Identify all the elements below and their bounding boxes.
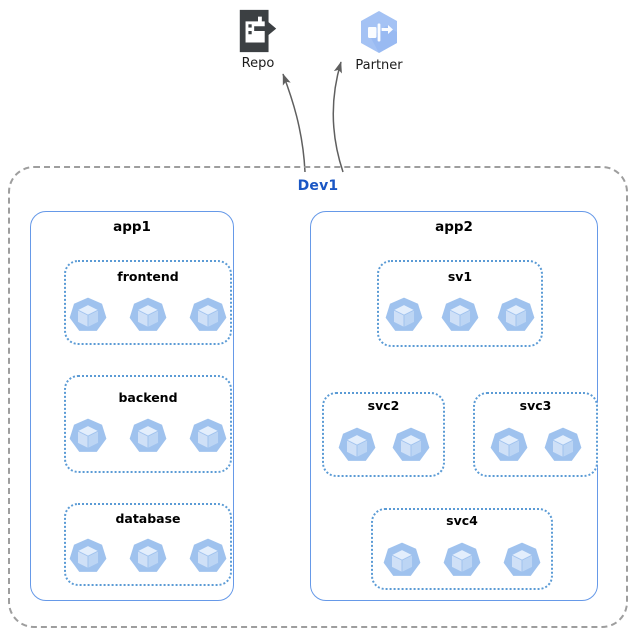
pod-icon[interactable] [441,540,483,582]
pod-row-database [64,533,232,581]
pod-icon[interactable] [439,295,481,337]
pod-icon[interactable] [127,416,169,458]
pod-row-svc4 [371,537,553,585]
partner-node[interactable]: Partner [348,8,410,80]
pod-icon[interactable] [495,295,537,337]
pod-icon[interactable] [67,416,109,458]
repository-icon [239,9,277,53]
pod-icon[interactable] [127,536,169,578]
pod-icon[interactable] [381,540,423,582]
svc3-label: svc3 [519,398,552,413]
pod-icon[interactable] [336,425,378,467]
backend-label: backend [118,390,178,405]
cluster-dev1[interactable] [8,166,628,628]
edge-dev1-to-repo [282,73,306,173]
pod-icon[interactable] [187,416,229,458]
app2-label: app2 [435,219,473,235]
pod-icon[interactable] [127,295,169,337]
database-label: database [115,511,181,526]
pod-icon[interactable] [67,295,109,337]
repo-node[interactable]: Repo [228,8,288,80]
pod-row-sv1 [377,292,543,340]
pod-icon[interactable] [187,295,229,337]
svc2-label: svc2 [367,398,400,413]
svc4-label: svc4 [446,513,478,528]
pod-icon[interactable] [67,536,109,578]
pod-icon[interactable] [488,425,530,467]
partner-label: Partner [355,58,403,73]
pod-icon[interactable] [390,425,432,467]
pod-icon[interactable] [187,536,229,578]
pod-row-frontend [64,292,232,340]
pod-row-svc2 [322,422,445,470]
edge-dev1-to-partner [332,61,344,173]
sv1-label: sv1 [447,269,473,284]
pod-row-svc3 [473,422,598,470]
service-box-svc3[interactable] [473,392,598,477]
repo-label: Repo [241,56,275,71]
cluster-dev1-label: Dev1 [297,178,339,194]
partner-interconnect-icon [361,11,397,53]
pod-row-backend [64,413,232,461]
pod-icon[interactable] [542,425,584,467]
pod-icon[interactable] [501,540,543,582]
frontend-label: frontend [117,269,179,284]
app1-label: app1 [113,219,151,235]
pod-icon[interactable] [383,295,425,337]
